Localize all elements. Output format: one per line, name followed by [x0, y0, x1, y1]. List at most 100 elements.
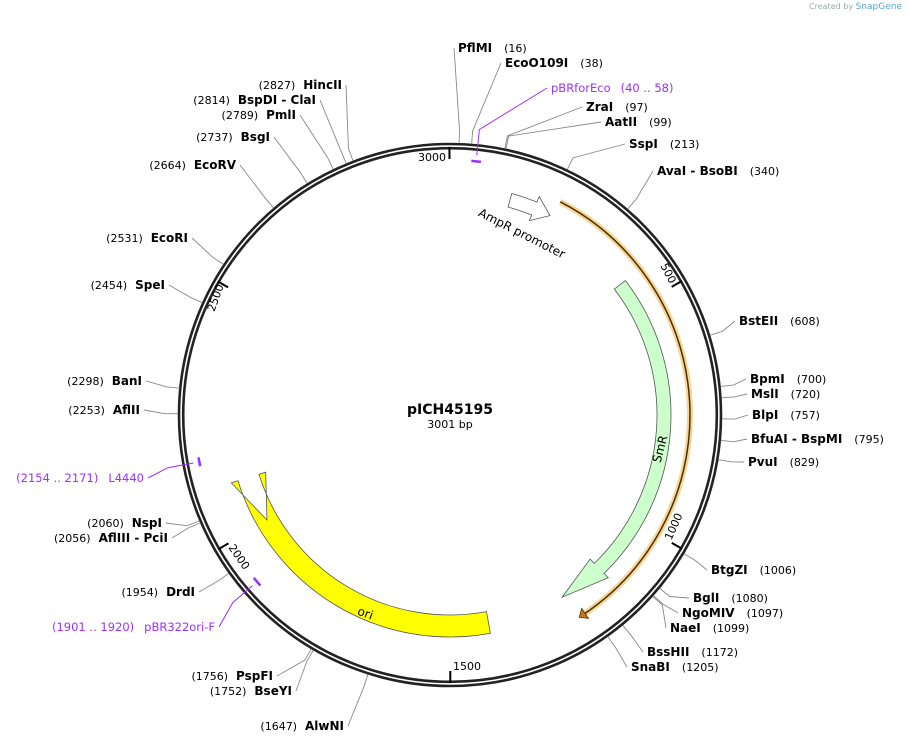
enzyme-label-drdi: (1954)DrdI [121, 585, 195, 599]
enzyme-position: (2060) [87, 517, 124, 530]
enzyme-position: (2814) [193, 94, 230, 107]
primer-pbr322ori-f-mark [252, 577, 262, 587]
enzyme-name: MslI [751, 387, 779, 401]
snapgene-watermark: Created by SnapGene [809, 2, 902, 12]
primer-leader-line [476, 87, 548, 156]
enzyme-leader-line [622, 624, 644, 653]
enzyme-leader-line [709, 320, 736, 336]
enzyme-name: NaeI [670, 621, 701, 635]
orf-arrowhead [578, 607, 590, 619]
enzyme-position: (720) [791, 388, 821, 401]
enzyme-label-ecoo109i: EcoO109I(38) [505, 56, 603, 70]
enzyme-position: (2664) [149, 159, 186, 172]
enzyme-label-bsgi: (2737)BsgI [196, 130, 270, 144]
enzyme-label-nspi: (2060)NspI [87, 516, 162, 530]
primer-name: L4440 [108, 471, 144, 485]
enzyme-position: (340) [750, 165, 780, 178]
enzyme-name: PvuI [748, 455, 778, 469]
enzyme-leader-line [319, 99, 347, 164]
enzyme-label-bgli: BglI(1080) [693, 591, 768, 605]
enzyme-leader-line [471, 62, 502, 144]
enzyme-leader-line [607, 636, 628, 668]
enzyme-leader-line [720, 378, 747, 387]
enzyme-name: EcoRV [194, 158, 237, 172]
enzyme-name: SpeI [135, 278, 165, 292]
enzyme-label-aatii: AatII(99) [605, 115, 672, 129]
enzyme-label-bsteii: BstEII(608) [739, 314, 820, 328]
enzyme-leader-line [143, 409, 179, 415]
enzyme-leader-line [276, 648, 312, 677]
primer-label-pbr322ori-f: (1901 .. 1920)pBR322ori-F [52, 620, 215, 634]
backbone-outer-strand [177, 142, 723, 688]
enzyme-leader-line [504, 106, 583, 149]
enzyme-label-naei: NaeI(1099) [670, 621, 749, 635]
enzyme-label-bspdi-clai: (2814) BspDI - ClaI [193, 93, 316, 107]
enzyme-leader-line [347, 674, 369, 727]
watermark-prefix: Created by [809, 2, 854, 11]
enzyme-position: (829) [790, 456, 820, 469]
enzyme-label-btgzi: BtgZI(1006) [711, 563, 796, 577]
primer-range: (1901 .. 1920) [52, 620, 134, 634]
enzyme-name: EcoRI [151, 231, 188, 245]
enzyme-label-ngomiv: NgoMIV(1097) [682, 606, 783, 620]
enzyme-position: (700) [797, 373, 827, 386]
tick-1000 [671, 541, 683, 550]
enzyme-label-zrai: ZraI(97) [586, 100, 648, 114]
tick-label-2000: 2000 [226, 542, 253, 572]
enzyme-label-ecorv: (2664) EcoRV [149, 158, 236, 172]
enzyme-leader-line [171, 522, 201, 539]
enzyme-position: (2737) [196, 131, 233, 144]
enzyme-label-alwni: (1647)AlwNI [260, 719, 344, 733]
enzyme-position: (1205) [682, 661, 719, 674]
enzyme-name: BfuAI - BspMI [751, 432, 842, 446]
enzyme-label-aflii: (2253)AflII [68, 403, 140, 417]
leaders [143, 47, 749, 727]
enzyme-position: (1172) [701, 646, 738, 659]
feature-smr [560, 280, 672, 599]
enzyme-name: AvaI - BsoBI [657, 164, 738, 178]
enzyme-name: AlwNI [305, 719, 344, 733]
enzyme-label-bpmi: BpmI(700) [750, 372, 826, 386]
enzyme-position: (16) [504, 42, 527, 55]
enzyme-name: SnaBI [631, 660, 670, 674]
enzyme-leader-line [168, 284, 203, 304]
enzyme-leader-line [145, 380, 180, 389]
enzyme-position: (97) [625, 101, 648, 114]
tick-label-3000: 3000 [418, 151, 446, 164]
primer-label-l4440: (2154 .. 2171) L4440 [16, 471, 144, 485]
plasmid-name: pICH45195 [407, 402, 493, 418]
enzyme-position: (1954) [121, 586, 158, 599]
enzyme-position: (2531) [106, 232, 143, 245]
enzyme-position: (2827) [259, 79, 296, 92]
enzyme-label-avai-bsobi: AvaI - BsoBI (340) [657, 164, 779, 178]
enzyme-position: (2789) [222, 109, 259, 122]
tick-500 [671, 280, 683, 288]
enzyme-leader-line [198, 572, 230, 593]
enzyme-leader-line [683, 553, 708, 571]
enzyme-name: BspDI - ClaI [238, 93, 316, 107]
enzyme-name: PspFI [236, 669, 273, 683]
enzyme-leader-line [505, 121, 602, 149]
enzyme-leader-line [718, 459, 745, 463]
enzyme-label-ecori: (2531) EcoRI [106, 231, 188, 245]
enzyme-label-bseyi: (1752)BseYI [210, 684, 292, 698]
enzyme-leader-line [653, 595, 679, 614]
enzyme-leader-line [239, 164, 274, 209]
enzyme-position: (608) [790, 315, 820, 328]
primer-leader-line [147, 462, 194, 479]
enzyme-position: (1756) [191, 670, 228, 683]
enzyme-name: AatII [605, 115, 637, 129]
enzyme-position: (757) [790, 409, 820, 422]
primer-range: (2154 .. 2171) [16, 471, 98, 485]
enzyme-leader-line [165, 520, 200, 527]
enzyme-leader-line [191, 237, 224, 265]
enzyme-name: PflMI [458, 41, 492, 55]
enzyme-name: BlpI [752, 408, 778, 422]
enzyme-leader-line [721, 393, 748, 399]
enzyme-name: EcoO109I [505, 56, 568, 70]
enzyme-label-afliii-pcii: (2056)AflIII - PciI [54, 531, 168, 545]
enzyme-label-pspfi: (1756) PspFI [191, 669, 273, 683]
tick-label-1500: 1500 [453, 660, 481, 673]
enzyme-name: SspI [629, 137, 658, 151]
